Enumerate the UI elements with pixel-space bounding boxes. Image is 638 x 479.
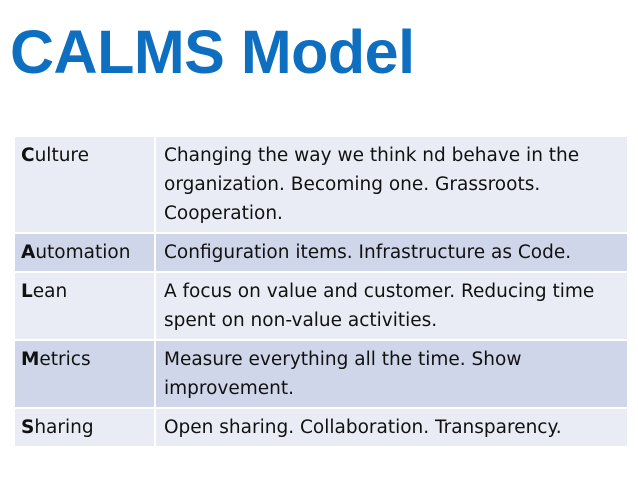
- description-cell: Measure everything all the time. Show im…: [154, 340, 627, 409]
- table-row-metrics: Metrics Measure everything all the time.…: [15, 340, 627, 409]
- term-description: Changing the way we think nd behave in t…: [164, 145, 580, 224]
- term-description: Measure everything all the time. Show im…: [164, 349, 522, 399]
- term-initial: A: [21, 242, 36, 263]
- term-rest: haring: [34, 417, 94, 438]
- term-initial: C: [21, 145, 35, 166]
- term-rest: ulture: [34, 145, 90, 166]
- table-row-sharing: Sharing Open sharing. Collaboration. Tra…: [15, 408, 627, 448]
- term-description: A focus on value and customer. Reducing …: [164, 281, 595, 331]
- term-initial: S: [21, 417, 35, 438]
- table-row-lean: Lean A focus on value and customer. Redu…: [15, 272, 627, 341]
- term-initial: M: [21, 349, 40, 370]
- term-cell: Lean: [15, 272, 155, 341]
- term-rest: etrics: [39, 349, 91, 370]
- term-description: Configuration items. Infrastructure as C…: [164, 242, 572, 263]
- description-cell: Changing the way we think nd behave in t…: [154, 137, 627, 234]
- term-cell: Culture: [15, 137, 155, 234]
- table-row-automation: Automation Configuration items. Infrastr…: [15, 233, 627, 273]
- term-description: Open sharing. Collaboration. Transparenc…: [164, 417, 562, 438]
- description-cell: A focus on value and customer. Reducing …: [154, 272, 627, 341]
- calms-table: Culture Changing the way we think nd beh…: [15, 137, 627, 448]
- term-cell: Sharing: [15, 408, 155, 448]
- term-initial: L: [21, 281, 33, 302]
- term-cell: Metrics: [15, 340, 155, 409]
- term-cell: Automation: [15, 233, 155, 273]
- table-row-culture: Culture Changing the way we think nd beh…: [15, 137, 627, 234]
- term-rest: utomation: [35, 242, 131, 263]
- description-cell: Open sharing. Collaboration. Transparenc…: [154, 408, 627, 448]
- term-rest: ean: [32, 281, 68, 302]
- description-cell: Configuration items. Infrastructure as C…: [154, 233, 627, 273]
- slide-title: CALMS Model: [10, 18, 415, 86]
